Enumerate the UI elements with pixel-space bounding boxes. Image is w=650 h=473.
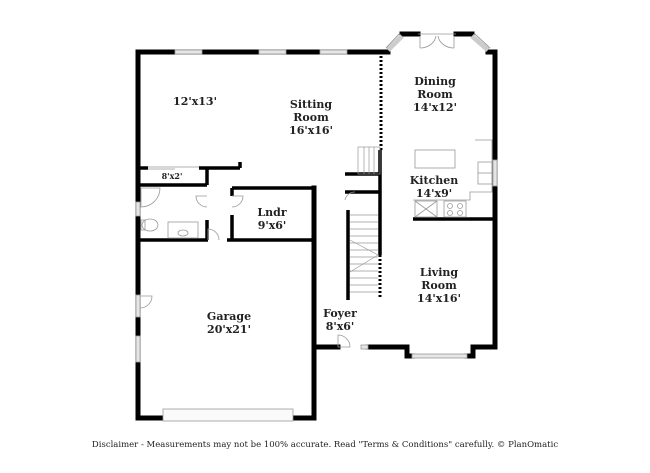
dining-french-doors — [418, 33, 456, 49]
room-size: 14'x12' — [413, 101, 457, 114]
doors — [139, 166, 356, 348]
room-name-line: Sitting — [289, 98, 333, 111]
room-bedroom: 12'x13' — [173, 95, 217, 108]
room-dining-room: Dining Room 14'x12' — [413, 75, 457, 114]
room-size: 20'x21' — [207, 323, 251, 336]
room-closet: 8'x2' — [162, 172, 183, 181]
staircase — [349, 146, 381, 293]
room-kitchen: Kitchen 14'x9' — [410, 174, 459, 200]
room-size: 9'x6' — [257, 219, 287, 232]
room-size: 8'x2' — [161, 171, 183, 181]
room-size: 8'x6' — [325, 320, 355, 333]
room-sitting-room: Sitting Room 16'x16' — [289, 98, 333, 137]
room-name-line: Room — [417, 88, 453, 101]
room-garage: Garage 20'x21' — [207, 310, 251, 336]
windows — [135, 49, 498, 422]
room-living-room: Living Room 14'x16' — [417, 266, 461, 305]
room-foyer: Foyer 8'x6' — [323, 307, 357, 333]
bath-fixtures — [140, 187, 199, 239]
exterior-walls — [135, 31, 498, 421]
room-name: Foyer — [323, 307, 357, 320]
room-size: 16'x16' — [289, 124, 333, 137]
room-name-line: Dining — [414, 75, 456, 88]
room-size: 14'x9' — [415, 187, 453, 200]
disclaimer-text: Disclaimer - Measurements may not be 100… — [91, 440, 559, 450]
room-name-line: Living — [419, 266, 459, 279]
room-name: Garage — [206, 310, 252, 323]
room-laundry: Lndr 9'x6' — [257, 206, 286, 232]
room-size: 14'x16' — [417, 292, 461, 305]
bay-windows — [386, 34, 490, 52]
room-name: Lndr — [257, 206, 287, 219]
room-name-line: Room — [421, 279, 457, 292]
room-name-line: Room — [293, 111, 329, 124]
kitchen-fixtures — [413, 139, 493, 218]
room-name: Kitchen — [409, 174, 459, 187]
room-size: 12'x13' — [173, 95, 217, 108]
